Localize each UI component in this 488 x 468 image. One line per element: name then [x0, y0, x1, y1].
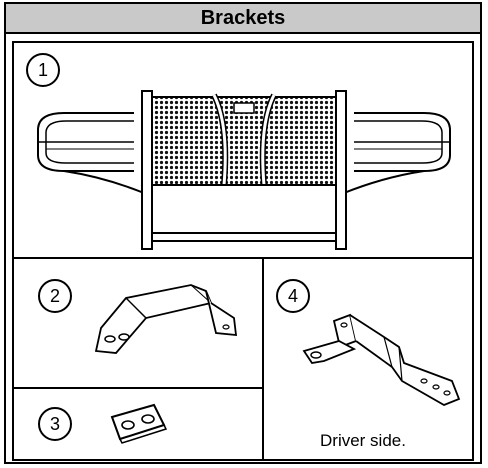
part-4-panel: 4 Driver side.: [262, 259, 474, 461]
part-4-number: 4: [276, 279, 310, 313]
grille-guard-icon: [37, 90, 451, 250]
part-1-panel: 1: [12, 41, 474, 259]
flat-plate-icon: [110, 403, 168, 444]
part-3-panel: 3: [12, 389, 262, 461]
part-2-number: 2: [38, 279, 72, 313]
part-1-number: 1: [26, 53, 60, 87]
section-title: Brackets: [6, 4, 480, 34]
part-2-panel: 2: [12, 259, 262, 389]
bent-bracket-icon: [94, 284, 238, 354]
part-3-number: 3: [38, 407, 72, 441]
part-4-caption: Driver side.: [320, 431, 406, 450]
brackets-sheet: Brackets 1: [4, 2, 482, 464]
long-bracket-icon: [302, 313, 461, 406]
